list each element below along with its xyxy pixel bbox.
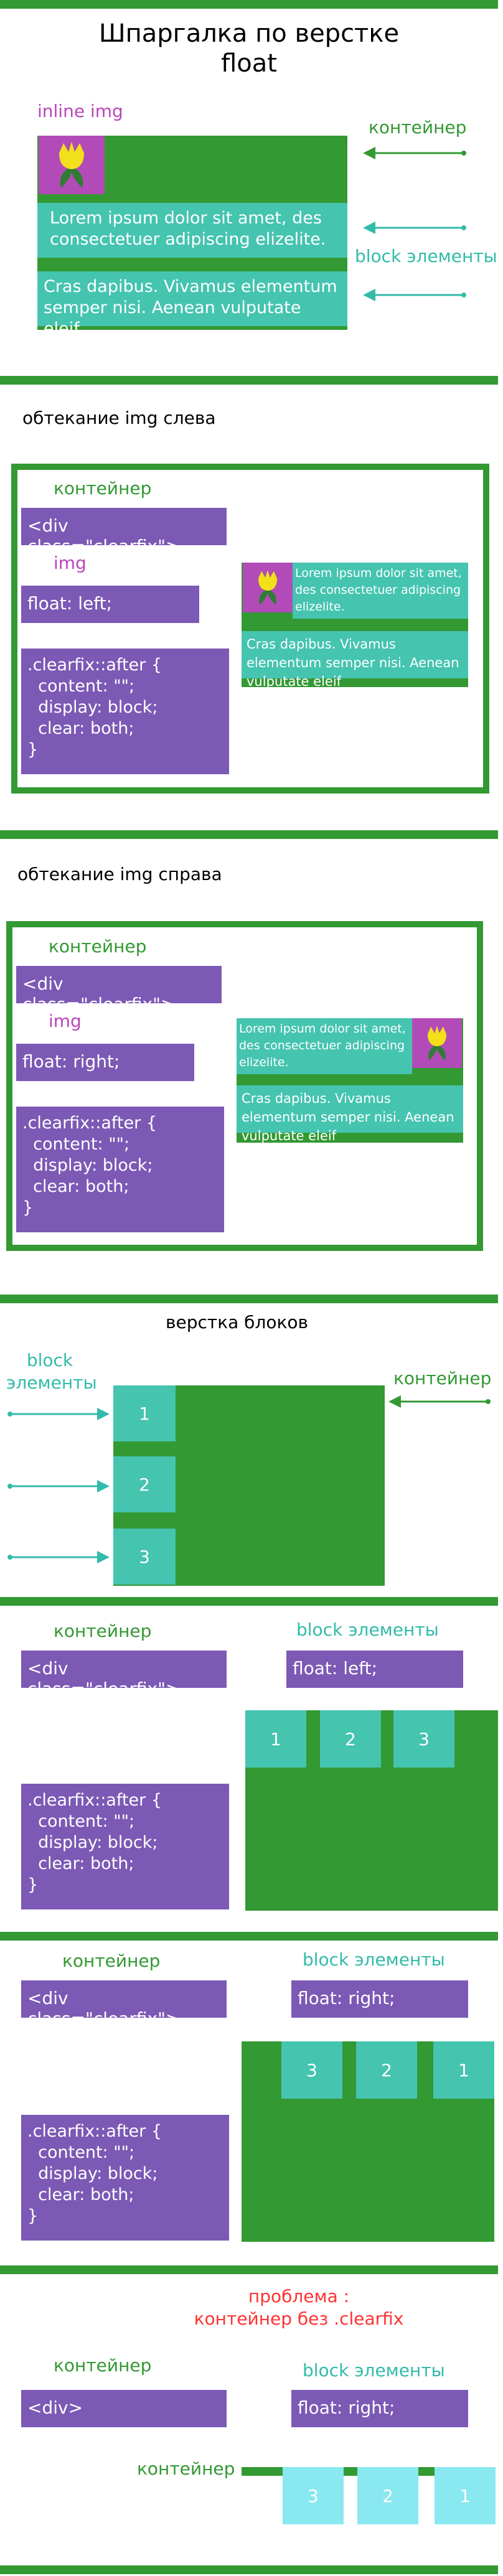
clearfix-code: .clearfix::after { content: ""; display:… bbox=[16, 1107, 224, 1232]
div-tag: <div> bbox=[21, 2390, 227, 2427]
problem-line1: проблема : bbox=[248, 2286, 350, 2307]
section4-arrows bbox=[7, 1395, 491, 1563]
clearfix-code: .clearfix::after { content: ""; display:… bbox=[21, 649, 229, 774]
divider-bar bbox=[0, 376, 498, 385]
block-2: 2 bbox=[320, 1710, 381, 1768]
block-3: 3 bbox=[393, 1710, 454, 1768]
text-block-2: Cras dapibus. Vivamus elementum semper n… bbox=[242, 631, 468, 689]
block-1: 1 bbox=[245, 1710, 306, 1768]
block-elements-label: block элементы bbox=[303, 2360, 445, 2381]
clearfix-div-tag: <div class="clearfix"> bbox=[21, 508, 227, 556]
clearfix-div-tag: <div class="clearfix"> bbox=[16, 966, 222, 1014]
clearfix-div-tag: <div class="clearfix"> bbox=[21, 1980, 227, 2029]
section1-arrows bbox=[363, 147, 466, 301]
clearfix-code: .clearfix::after { content: ""; display:… bbox=[21, 2115, 229, 2241]
block-elements-label: block элементы bbox=[296, 1619, 439, 1640]
block-element-2: Cras dapibus. Vivamus elementum semper n… bbox=[37, 271, 347, 339]
divider-bar bbox=[0, 2265, 498, 2274]
problem-line2: контейнер без .clearfix bbox=[194, 2308, 404, 2329]
divider-bar bbox=[0, 1295, 498, 1303]
container-label-2: контейнер bbox=[137, 2458, 235, 2479]
floated-img bbox=[412, 1018, 462, 1068]
container-outline bbox=[11, 464, 489, 794]
section-heading: обтекание img справа bbox=[17, 864, 222, 884]
container-label: контейнер bbox=[49, 936, 147, 957]
text-block-2: Cras dapibus. Vivamus elementum semper n… bbox=[237, 1085, 463, 1143]
float-rule: float: right; bbox=[16, 1044, 194, 1081]
divider-bar bbox=[0, 1932, 498, 1941]
block-3: 3 bbox=[113, 1529, 176, 1585]
float-rule: float: left; bbox=[286, 1651, 463, 1688]
inline-img bbox=[39, 136, 105, 194]
block-element-1: Lorem ipsum dolor sit amet, des consecte… bbox=[37, 203, 347, 258]
container-outline bbox=[6, 921, 483, 1251]
block-3: 3 bbox=[281, 2041, 342, 2099]
float-rule: float: left; bbox=[21, 586, 199, 623]
block-label-line1: block bbox=[26, 1350, 73, 1370]
block-2: 2 bbox=[356, 2041, 417, 2099]
float-rule: float: right; bbox=[291, 2390, 468, 2427]
container-label: контейнер bbox=[54, 478, 152, 499]
block-1: 1 bbox=[435, 2467, 496, 2524]
container-label: контейнер bbox=[369, 117, 467, 138]
divider-bar bbox=[0, 0, 498, 9]
block-2: 2 bbox=[113, 1456, 176, 1512]
clearfix-div-tag: <div class="clearfix"> bbox=[21, 1651, 227, 1699]
clearfix-code: .clearfix::after { content: ""; display:… bbox=[21, 1784, 229, 1909]
container-label: контейнер bbox=[62, 1951, 161, 1971]
img-label: img bbox=[54, 553, 87, 573]
section-heading: обтекание img слева bbox=[22, 408, 216, 428]
page-title: Шпаргалка по верстке float bbox=[0, 19, 498, 78]
problem-label: проблема : контейнер без .clearfix bbox=[162, 2285, 436, 2330]
divider-bar bbox=[0, 2565, 498, 2574]
divider-bar bbox=[0, 830, 498, 839]
container-label: контейнер bbox=[54, 2355, 152, 2376]
floated-img bbox=[243, 563, 293, 612]
inline-img-label: inline img bbox=[37, 101, 123, 121]
text-block-1: Lorem ipsum dolor sit amet, des consecte… bbox=[237, 1018, 412, 1074]
tulip-icon bbox=[258, 570, 278, 605]
block-1: 1 bbox=[113, 1385, 176, 1441]
block-elements-label: block элементы bbox=[6, 1349, 97, 1394]
float-rule: float: right; bbox=[291, 1980, 468, 2018]
title-line1: Шпаргалка по верстке bbox=[98, 19, 400, 48]
container-label: контейнер bbox=[393, 1368, 492, 1389]
title-line2: float bbox=[221, 49, 277, 78]
block-1: 1 bbox=[433, 2041, 494, 2099]
container-label: контейнер bbox=[54, 1621, 152, 1641]
section-heading: верстка блоков bbox=[166, 1312, 309, 1332]
block-elements-label: block элементы bbox=[355, 246, 497, 266]
tulip-icon bbox=[59, 142, 84, 188]
block-label-line2: элементы bbox=[6, 1372, 97, 1393]
block-3: 3 bbox=[283, 2467, 344, 2524]
divider-bar bbox=[0, 1597, 498, 1606]
img-label: img bbox=[49, 1011, 82, 1031]
block-elements-label: block элементы bbox=[303, 1949, 445, 1970]
tulip-icon bbox=[427, 1026, 447, 1061]
text-block-1: Lorem ipsum dolor sit amet, des consecte… bbox=[293, 563, 468, 619]
block-2: 2 bbox=[357, 2467, 418, 2524]
